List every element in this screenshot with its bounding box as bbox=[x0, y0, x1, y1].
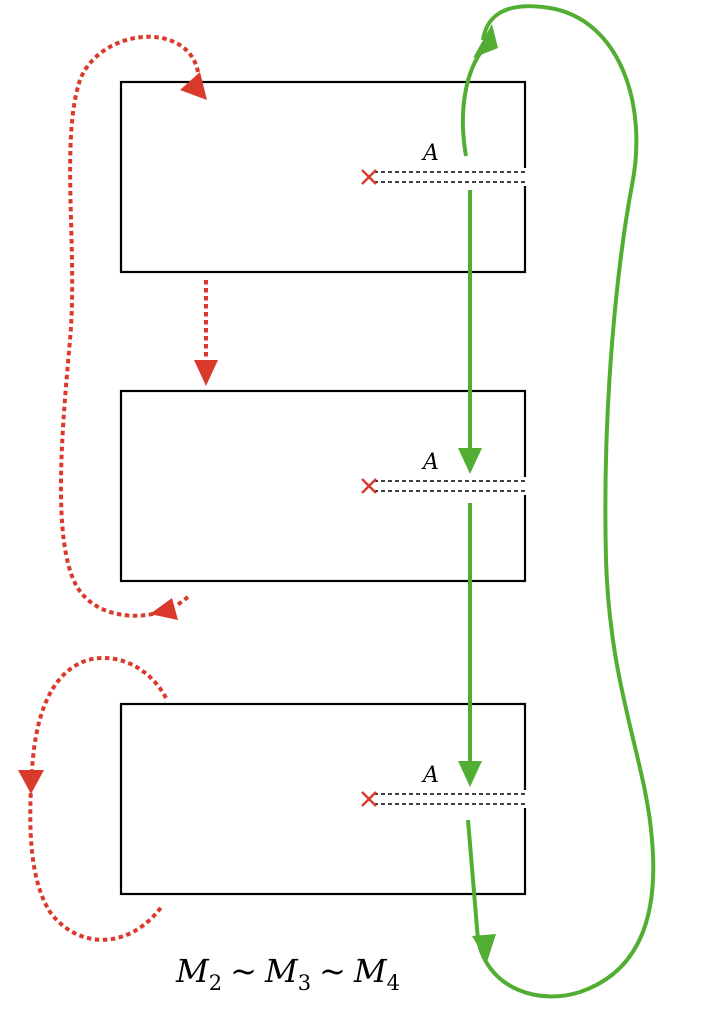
sheet-equivalence-formula: M2~M3~M4 bbox=[175, 952, 400, 995]
green-return-loop bbox=[466, 4, 656, 999]
sheet-3-branch-point-icon bbox=[361, 791, 377, 807]
green-arrowhead-return-bottom-icon bbox=[472, 934, 496, 962]
formula-subscript-1: 2 bbox=[209, 971, 222, 995]
red-arrowhead-bottom-icon bbox=[18, 770, 44, 794]
sheet-1-cut-label: A bbox=[421, 141, 439, 166]
formula-relation-2: ~ bbox=[319, 952, 346, 990]
green-solid-paths bbox=[458, 4, 656, 999]
sheet-2-outline bbox=[119, 389, 527, 583]
red-arrowhead-drop-icon bbox=[194, 360, 218, 386]
sheet-3: A bbox=[119, 702, 531, 896]
sheet-1-branch-point-icon bbox=[361, 169, 377, 185]
sheet-2: A bbox=[119, 389, 531, 583]
sheet-3-outline bbox=[119, 702, 527, 896]
sheet-1: A bbox=[119, 80, 531, 274]
green-return-entry bbox=[460, 46, 486, 157]
red-dotted-paths bbox=[18, 34, 218, 942]
red-arrowhead-top-icon bbox=[180, 72, 207, 100]
green-arrowhead-sheet2-icon bbox=[458, 448, 482, 474]
sheet-3-cut-label: A bbox=[421, 763, 439, 788]
red-loop-tail bbox=[174, 595, 190, 608]
green-arrowhead-return-top-icon bbox=[473, 24, 498, 58]
red-loop-bottom bbox=[28, 655, 168, 942]
red-loop-left bbox=[59, 34, 200, 618]
formula-symbol-1: M bbox=[175, 952, 210, 990]
formula-symbol-3: M bbox=[353, 952, 388, 990]
formula-symbol-2: M bbox=[264, 952, 299, 990]
formula-relation-1: ~ bbox=[230, 952, 257, 990]
formula-subscript-3: 4 bbox=[387, 971, 400, 995]
formula-subscript-2: 3 bbox=[298, 971, 311, 995]
green-arrowhead-sheet3-icon bbox=[458, 761, 482, 787]
sheet-2-cut-label: A bbox=[421, 450, 439, 475]
red-arrowhead-loop-end-icon bbox=[150, 598, 178, 620]
sheet-2-branch-point-icon bbox=[361, 478, 377, 494]
